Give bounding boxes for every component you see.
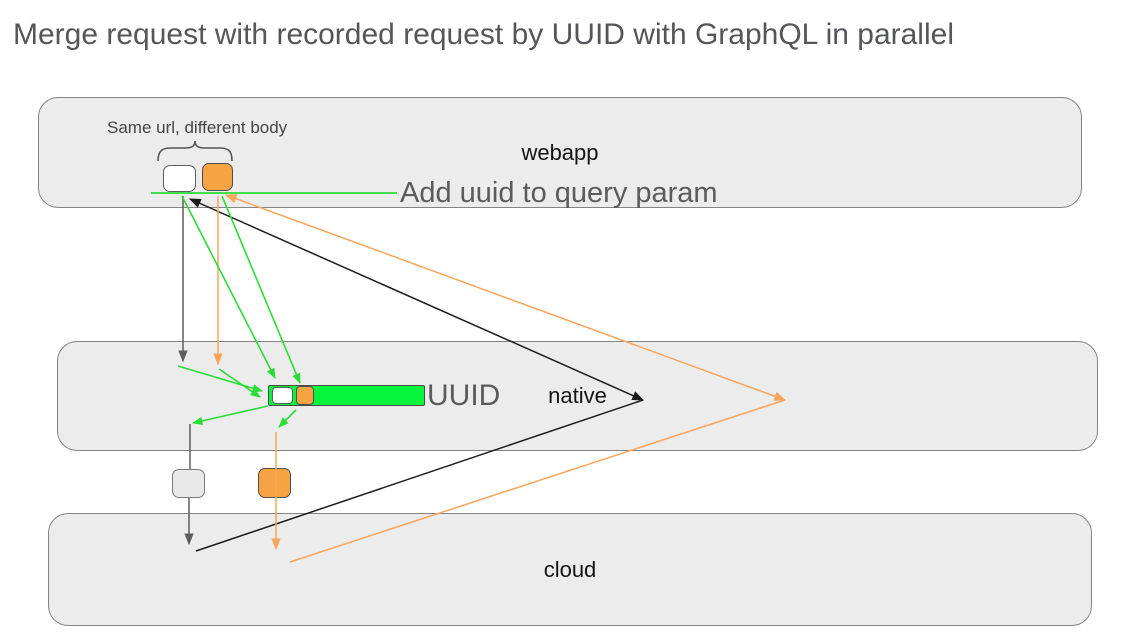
native-recorded-box bbox=[258, 468, 291, 498]
native-band: native bbox=[57, 341, 1098, 451]
diagram-title: Merge request with recorded request by U… bbox=[13, 18, 954, 51]
webapp-recorded-request-box bbox=[202, 163, 233, 191]
uuid-bar-request-box bbox=[272, 387, 293, 404]
uuid-bar-label: UUID bbox=[427, 379, 501, 412]
cloud-band-label: cloud bbox=[543, 556, 597, 582]
webapp-request-box bbox=[163, 165, 196, 192]
webapp-band-label: webapp bbox=[521, 139, 599, 165]
native-band-label: native bbox=[548, 383, 607, 408]
add-uuid-annotation: Add uuid to query param bbox=[400, 177, 718, 209]
native-request-box bbox=[172, 469, 205, 498]
cloud-band: cloud bbox=[48, 513, 1092, 626]
uuid-bar-recorded-box bbox=[296, 386, 314, 405]
same-url-annotation: Same url, different body bbox=[107, 118, 288, 137]
